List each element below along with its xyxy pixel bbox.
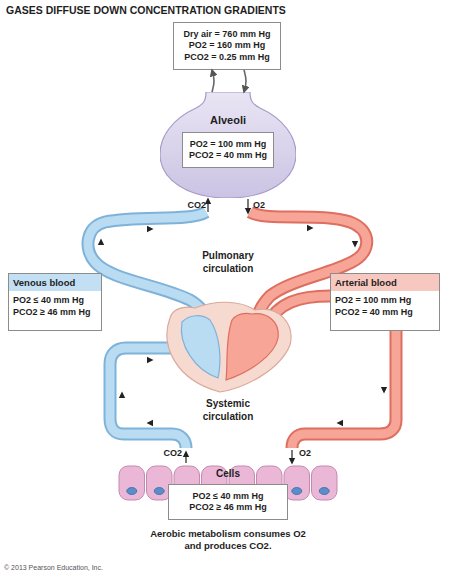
heart-muscle [167,302,291,392]
cell-nucleus [127,488,137,495]
gas-value: PCO2 = 40 mm Hg [331,306,439,318]
alveoli-sac: AlveoliPO2 = 100 mm HgPCO2 = 40 mm Hg [160,92,296,198]
gas-value: PCO2 = 40 mm Hg [183,150,273,162]
venous-blood-box: Venous bloodPO2 ≤ 40 mm HgPCO2 ≥ 46 mm H… [8,273,102,331]
flow-arrow [147,357,154,363]
gas-value: PO2 = 100 mm Hg [183,139,273,151]
gas-label: CO2 [182,200,206,211]
gas-label: O2 [253,200,275,211]
gas-arrow-shaft [185,456,186,463]
gas-value: PO2 ≤ 40 mm Hg [9,294,101,306]
flow-arrow [307,225,314,231]
flow-arrow [337,420,344,426]
structure-label: Cells [118,464,338,479]
heart-group [167,302,291,392]
gas-label: CO2 [158,448,182,459]
gas-label: O2 [299,448,321,459]
flow-arrow [381,387,387,394]
alveoli-sac-shape [160,92,296,198]
pulmonary-artery-outline [88,212,206,322]
gas-value: PO2 ≤ 40 mm Hg [169,491,287,503]
cell-gas-box: PO2 ≤ 40 mm HgPCO2 ≥ 46 mm Hg [168,484,288,520]
cell-body [119,466,145,500]
flow-arrow [352,241,358,248]
gas-value: PCO2 ≥ 46 mm Hg [169,502,287,514]
gas-value: PO2 = 160 mm Hg [174,40,280,52]
right-heart-chamber [181,316,220,378]
gas-arrow-shaft [207,203,208,212]
alveolar-gas-box: PO2 = 100 mm HgPCO2 = 40 mm Hg [182,132,274,168]
cell-nucleus [154,488,164,495]
cell-body [312,466,338,500]
left-heart-chamber [226,313,278,380]
gas-arrow-shaft [291,450,292,459]
diagram-title: GASES DIFFUSE DOWN CONCENTRATION GRADIEN… [6,4,426,17]
flow-arrow [147,226,154,232]
flow-arrow [119,392,125,399]
region-label: Systemic circulation [183,398,273,423]
gas-value: PCO2 ≥ 46 mm Hg [9,306,101,318]
arterial-blood-box: Arterial bloodPO2 = 100 mm HgPCO2 = 40 m… [330,273,440,331]
gas-value: PCO2 = 0.25 mm Hg [174,52,280,64]
box-heading: Venous blood [9,274,101,291]
exchange-arrow [212,70,214,92]
structure-label: Alveoli [160,92,296,126]
cells-band: CellsPO2 ≤ 40 mm HgPCO2 ≥ 46 mm Hg [118,464,338,522]
air-box: Dry air = 760 mm HgPO2 = 160 mm HgPCO2 =… [173,22,281,70]
gas-value: PO2 = 100 mm Hg [331,294,439,306]
gas-arrow-shaft [247,199,248,209]
box-heading: Arterial blood [331,274,439,291]
gas-exchange-arrows [183,198,295,465]
region-label: Pulmonary circulation [183,250,273,275]
cell-nucleus [319,488,329,495]
pulmonary-artery [88,212,206,322]
gas-arrow-head [183,451,189,458]
flow-arrow [98,239,104,246]
gas-arrow-head [289,458,295,465]
exchange-arrow [244,70,246,92]
cell-nucleus [292,488,302,495]
gas-arrow-head [245,208,251,215]
copyright-notice: © 2013 Pearson Education, Inc. [4,564,224,573]
note-text: Aerobic metabolism consumes O2 and produ… [143,528,313,552]
gas-value: Dry air = 760 mm Hg [174,29,280,41]
flow-arrow [147,420,154,426]
